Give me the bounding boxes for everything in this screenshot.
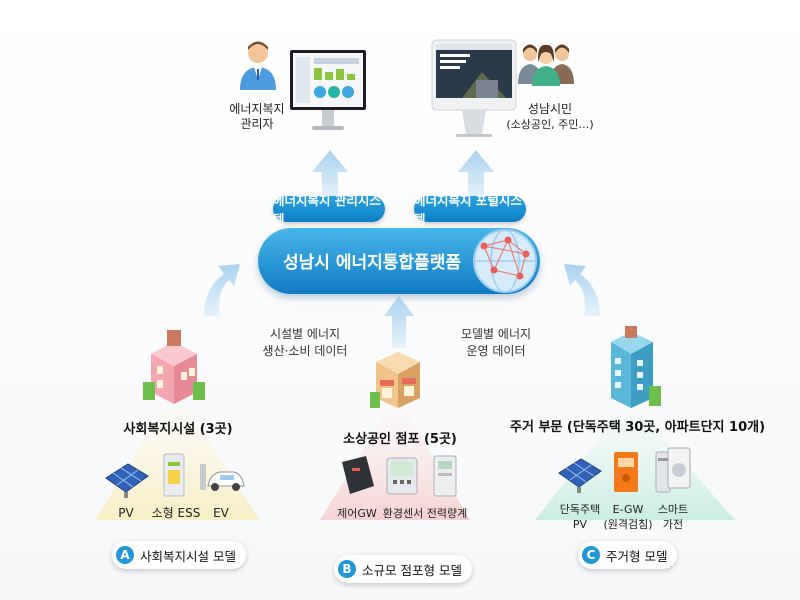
control-gateway-icon xyxy=(342,456,374,494)
residential-title: 주거 부문 (단독주택 30곳, 아파트단지 10개) xyxy=(510,420,766,435)
device-sensor-label: 환경센서 xyxy=(382,507,424,520)
up-arrow-to-admin xyxy=(312,150,348,198)
curved-arrow-right xyxy=(564,264,600,316)
pv-panel-icon xyxy=(105,463,149,498)
device-house-pv-label: 단독주택 PV xyxy=(552,502,608,532)
citizen-label-line2: (소상공인, 주민…) xyxy=(506,118,594,131)
admin-label: 에너지복지 관리자 xyxy=(222,102,292,132)
residential-building-icon xyxy=(611,326,661,408)
flow-note-right-line2: 운영 데이터 xyxy=(466,344,526,358)
portal-system-pill: 에너지복지 포털시스템 xyxy=(414,193,526,227)
device-meter-label: 전력량계 xyxy=(426,507,468,520)
management-system-pill: 에너지복지 관리시스템 xyxy=(273,193,385,227)
device-ess-label: 소형 ESS xyxy=(151,506,201,520)
model-a-label: 사회복지시설 모델 xyxy=(140,548,236,564)
flow-note-right-line1: 모델별 에너지 xyxy=(460,327,532,341)
device-egw-label-line1: E-GW xyxy=(612,503,644,516)
device-smart-appliance-label-line2: 가전 xyxy=(662,518,684,531)
small-store-title: 소상공인 점포 (5곳) xyxy=(343,432,457,447)
flow-note-right: 모델별 에너지 운영 데이터 xyxy=(446,326,546,360)
device-gateway-label: 제어GW xyxy=(337,507,377,520)
admin-person-icon xyxy=(240,41,276,90)
flow-note-left-line1: 시설별 에너지 xyxy=(269,327,341,341)
device-pv-label: PV xyxy=(118,506,134,520)
environment-sensor-icon xyxy=(386,457,418,495)
small-ess-icon xyxy=(163,453,185,497)
model-a-badge: A xyxy=(116,546,134,564)
up-arrow-center xyxy=(384,296,414,348)
flow-note-left-line2: 생산·소비 데이터 xyxy=(262,344,348,358)
admin-monitor-icon xyxy=(290,50,366,130)
network-globe-icon xyxy=(473,229,537,293)
curved-arrow-left xyxy=(204,264,240,316)
model-b-label: 소규모 점포형 모델 xyxy=(362,562,462,578)
welfare-facility-building-icon xyxy=(143,330,205,404)
device-ev-label: EV xyxy=(213,506,229,520)
device-smart-appliance-label: 스마트 가전 xyxy=(648,502,698,532)
egw-meter-icon xyxy=(614,452,638,492)
model-c-badge: C xyxy=(582,546,600,564)
up-arrow-to-citizen xyxy=(458,150,494,198)
device-egw-label: E-GW (원격검침) xyxy=(598,502,658,532)
welfare-facility-title: 사회복지시설 (3곳) xyxy=(123,422,233,437)
model-a-pill: A 사회복지시설 모델 xyxy=(112,541,246,569)
model-c-pill: C 주거형 모델 xyxy=(578,541,678,569)
citizen-monitor-icon xyxy=(431,39,517,137)
ev-charging-icon xyxy=(200,464,245,491)
admin-label-line2: 관리자 xyxy=(240,117,274,131)
device-egw-label-line2: (원격검침) xyxy=(603,518,653,531)
citizen-label-line1: 성남시민 xyxy=(527,102,573,116)
device-house-pv-label-line1: 단독주택 xyxy=(559,503,601,516)
small-store-building-icon xyxy=(370,352,420,408)
admin-label-line1: 에너지복지 xyxy=(229,102,285,116)
citizen-group-icon xyxy=(518,44,574,86)
device-house-pv-label-line2: PV xyxy=(572,518,588,531)
platform-title: 성남시 에너지통합플랫폼 xyxy=(283,253,461,273)
flow-note-left: 시설별 에너지 생산·소비 데이터 xyxy=(250,326,360,360)
model-c-label: 주거형 모델 xyxy=(606,548,668,564)
model-b-pill: B 소규모 점포형 모델 xyxy=(334,555,472,583)
house-pv-panel-icon xyxy=(558,458,602,493)
power-meter-icon xyxy=(433,455,457,497)
device-smart-appliance-label-line1: 스마트 xyxy=(657,503,689,516)
smart-appliance-icon xyxy=(655,447,691,493)
model-b-badge: B xyxy=(338,560,356,578)
citizen-label: 성남시민 (소상공인, 주민…) xyxy=(500,102,600,132)
